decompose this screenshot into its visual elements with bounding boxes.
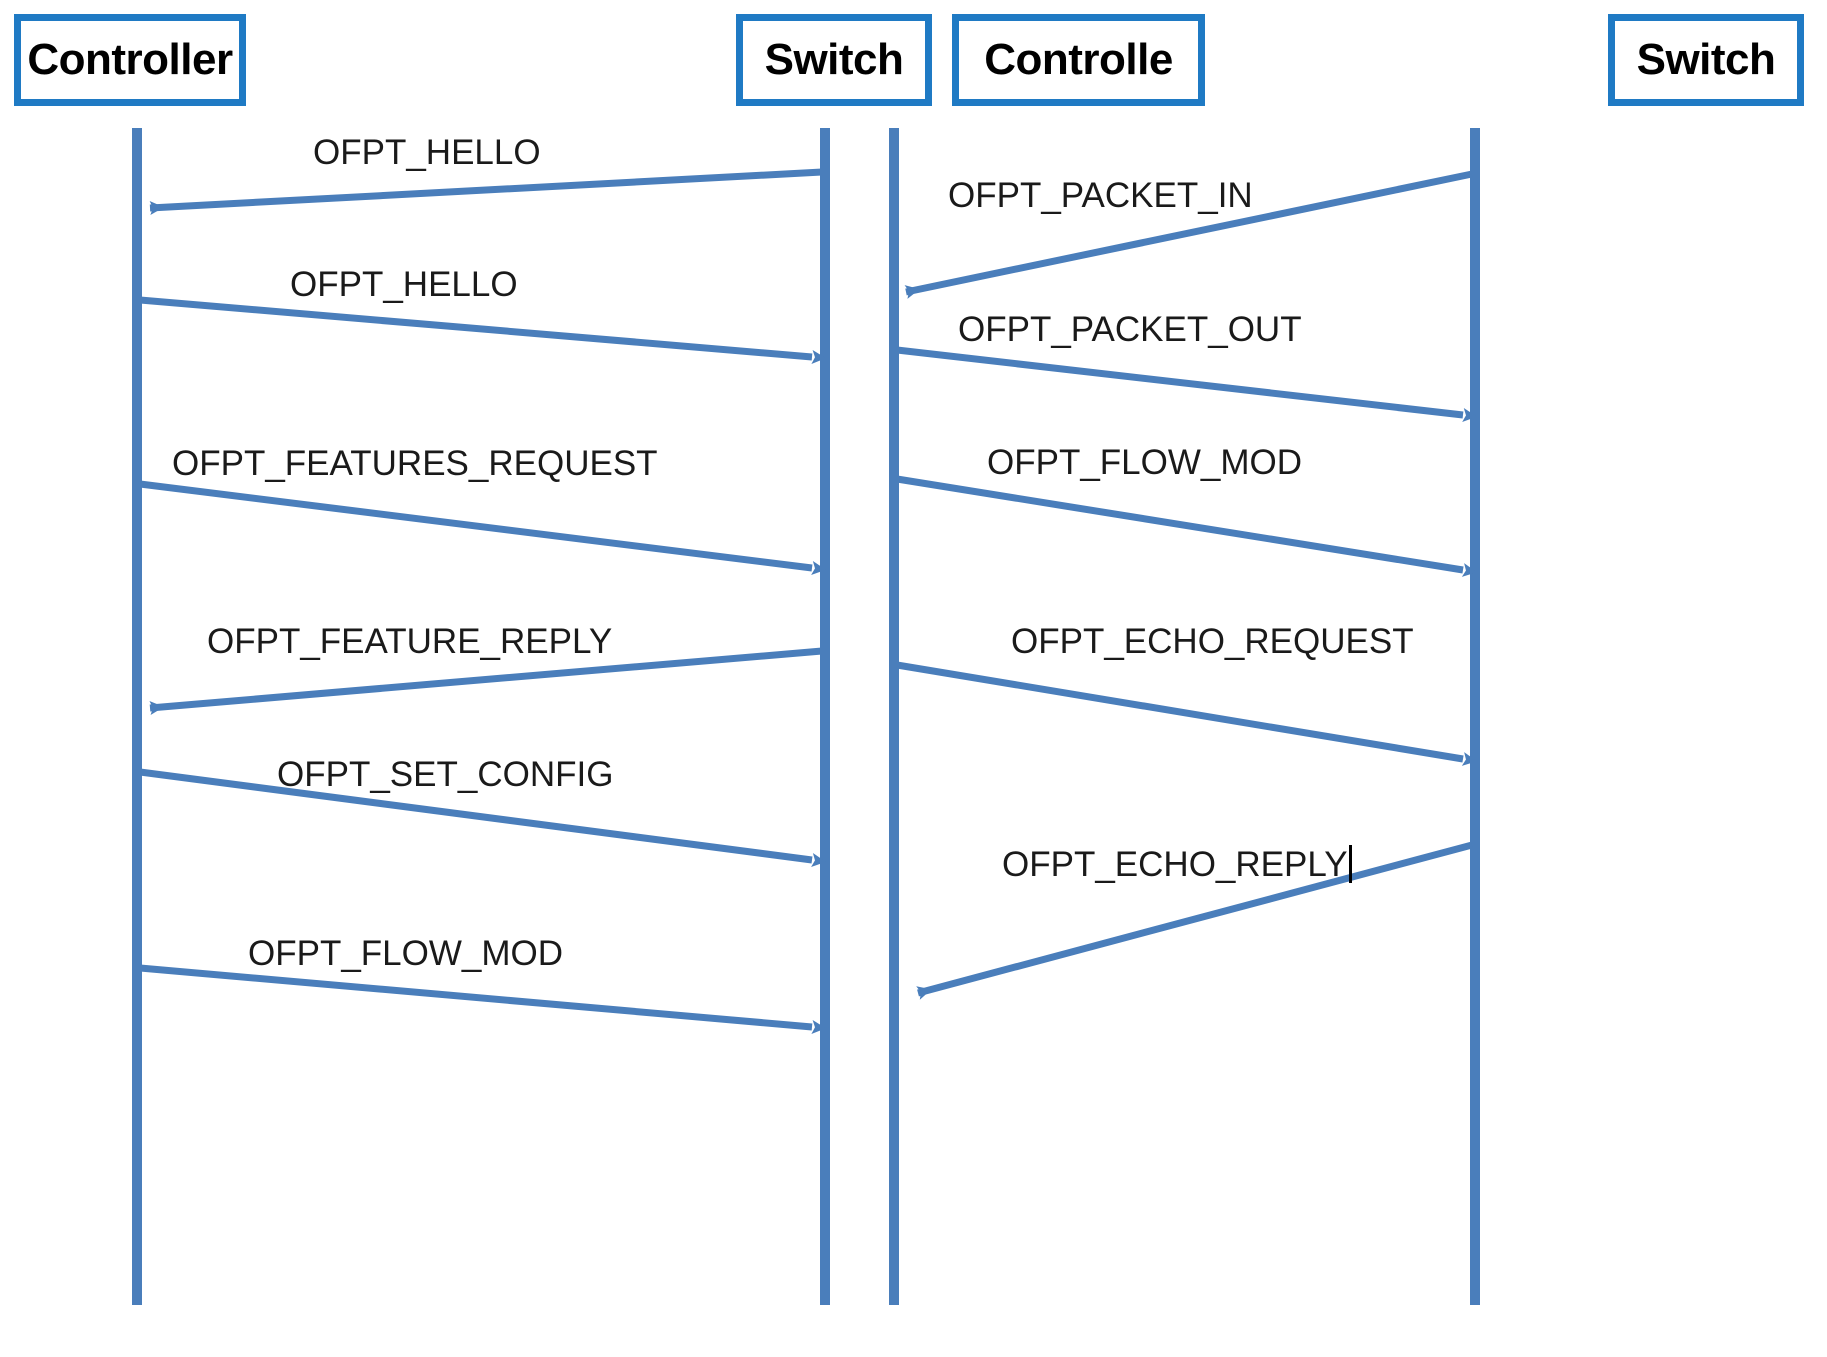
actor-box-left-switch[interactable]: Switch <box>736 14 932 106</box>
message-label-ofpt-echo-reply: OFPT_ECHO_REPLY <box>1002 845 1348 884</box>
arrow-ofpt-flow-mod-left <box>139 964 826 1034</box>
left-panel-lifelines <box>132 128 830 1305</box>
left-panel-arrows <box>139 168 826 1034</box>
actor-box-right-controller[interactable]: Controlle <box>952 14 1205 106</box>
arrow-ofpt-set-config <box>139 768 826 867</box>
message-label-ofpt-features-request: OFPT_FEATURES_REQUEST <box>172 444 658 483</box>
message-label-ofpt-hello-out: OFPT_HELLO <box>290 265 518 304</box>
message-label-ofpt-set-config: OFPT_SET_CONFIG <box>277 755 614 794</box>
message-label-ofpt-packet-in: OFPT_PACKET_IN <box>948 176 1253 215</box>
actor-label-right-switch: Switch <box>1636 35 1776 84</box>
actor-label-left-switch: Switch <box>764 35 904 84</box>
arrow-ofpt-features-request <box>139 480 826 575</box>
arrow-ofpt-echo-request <box>896 661 1477 766</box>
message-label-ofpt-echo-request: OFPT_ECHO_REQUEST <box>1011 622 1414 661</box>
message-label-ofpt-feature-reply: OFPT_FEATURE_REPLY <box>207 622 613 661</box>
message-label-ofpt-packet-out: OFPT_PACKET_OUT <box>958 310 1302 349</box>
actor-box-left-controller[interactable]: Controller <box>14 14 246 106</box>
arrow-ofpt-hello-in <box>149 168 823 215</box>
message-label-ofpt-hello-in: OFPT_HELLO <box>313 133 541 172</box>
right-panel-lifelines <box>889 128 1480 1305</box>
arrow-ofpt-packet-out <box>896 346 1477 422</box>
actor-box-right-switch[interactable]: Switch <box>1608 14 1804 106</box>
text-cursor-caret <box>1348 845 1352 883</box>
actor-label-left-controller: Controller <box>27 35 233 84</box>
arrow-ofpt-flow-mod-right <box>896 475 1477 577</box>
arrow-ofpt-feature-reply <box>149 647 823 715</box>
arrow-ofpt-packet-in <box>904 170 1473 299</box>
message-label-ofpt-flow-mod-right: OFPT_FLOW_MOD <box>987 443 1303 482</box>
arrow-ofpt-echo-reply <box>916 841 1473 1000</box>
right-panel-arrows <box>896 170 1477 1000</box>
arrow-ofpt-hello-out <box>139 296 826 364</box>
message-label-ofpt-flow-mod-left: OFPT_FLOW_MOD <box>248 934 564 973</box>
message-label-ofpt-echo-reply-wrap: OFPT_ECHO_REPLY <box>1002 845 1352 883</box>
actor-label-right-controller: Controlle <box>984 35 1173 84</box>
